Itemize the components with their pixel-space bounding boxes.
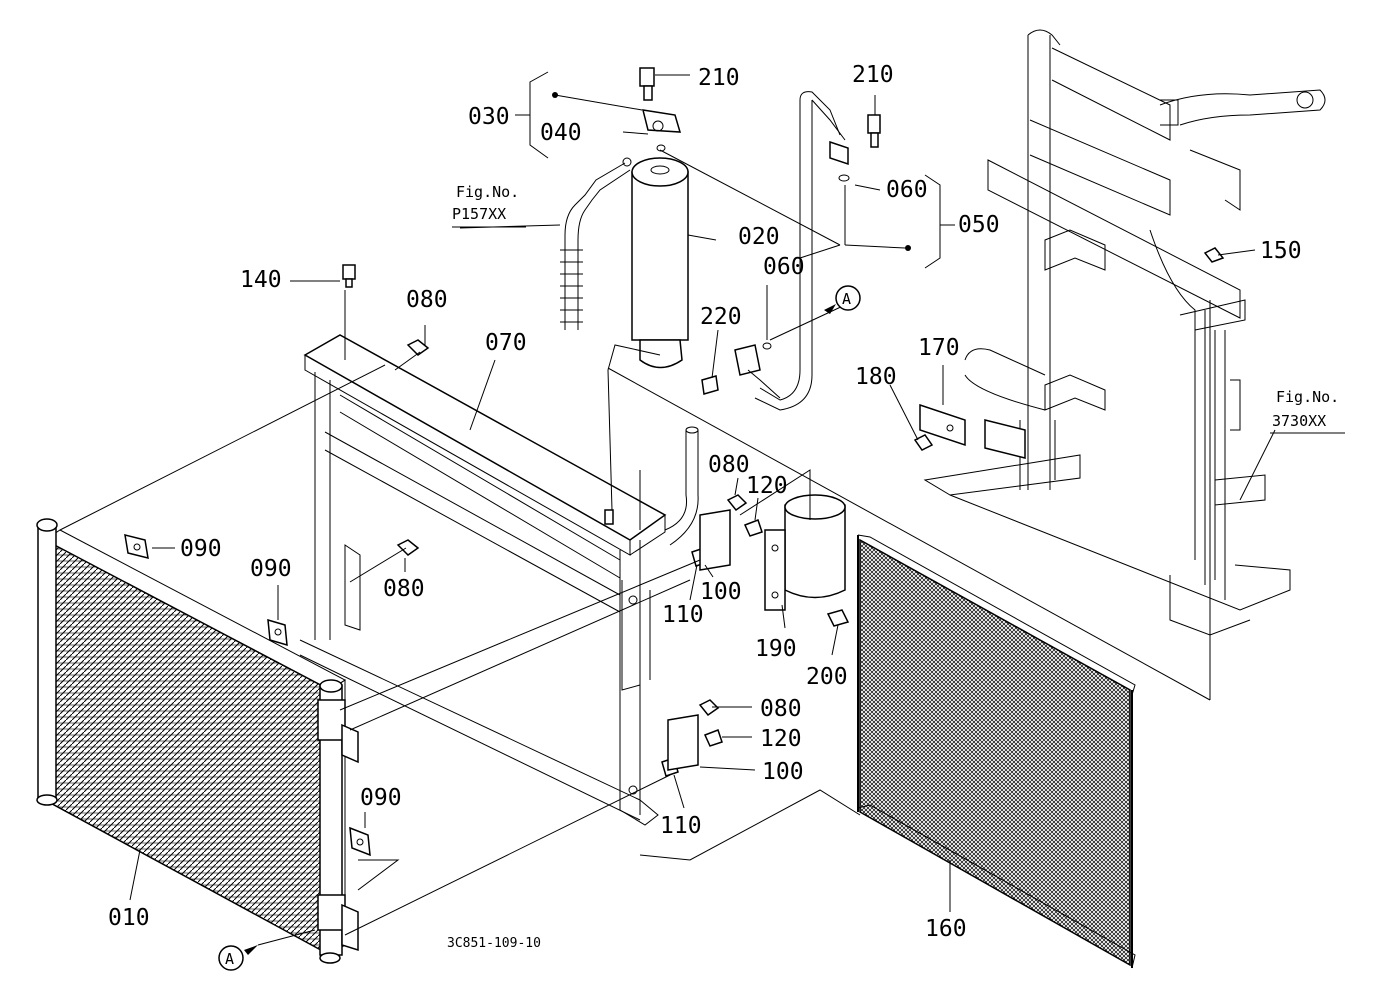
callout-210-b: 210 <box>852 62 894 88</box>
screen-160 <box>857 534 1136 969</box>
callout-030: 030 <box>468 104 510 130</box>
callout-040: 040 <box>540 120 582 146</box>
callout-080-b: 080 <box>383 576 425 602</box>
fig-ref-title-2: Fig.No. <box>1276 388 1339 406</box>
callout-090-a: 090 <box>180 536 222 562</box>
callout-100-a: 100 <box>700 579 742 605</box>
hose-assembly <box>560 157 632 330</box>
marker-a-bottom: A <box>225 950 234 968</box>
bracket-170 <box>919 403 1026 459</box>
fig-ref-number-1: P157XX <box>452 205 506 223</box>
fig-ref-number-2: 3730XX <box>1272 412 1326 430</box>
clip-090-parts <box>124 533 371 857</box>
fig-ref-title-1: Fig.No. <box>456 183 519 201</box>
callout-080-a: 080 <box>406 287 448 313</box>
drawing-code: 3C851-109-10 <box>447 936 541 951</box>
mounting-frame <box>923 29 1326 636</box>
marker-a-top: A <box>842 290 851 308</box>
callout-080-c: 080 <box>708 452 750 478</box>
callout-080-d: 080 <box>760 696 802 722</box>
receiver-drier-020 <box>631 67 689 369</box>
callout-020: 020 <box>738 224 780 250</box>
condenser-010 <box>36 518 359 964</box>
callout-210-a: 210 <box>698 65 740 91</box>
connection-markers: A A <box>218 285 861 971</box>
callout-140: 140 <box>240 267 282 293</box>
pipe-assembly-050 <box>734 91 881 411</box>
callout-100-b: 100 <box>762 759 804 785</box>
callout-200: 200 <box>806 664 848 690</box>
bracket-070 <box>299 334 699 826</box>
callout-190: 190 <box>755 636 797 662</box>
callout-160: 160 <box>925 916 967 942</box>
callout-150: 150 <box>1260 238 1302 264</box>
callout-050: 050 <box>958 212 1000 238</box>
callout-060-upper: 060 <box>886 177 928 203</box>
callout-120-b: 120 <box>760 726 802 752</box>
callout-070: 070 <box>485 330 527 356</box>
group-brackets <box>515 71 955 269</box>
callout-120-a: 120 <box>746 473 788 499</box>
callout-180: 180 <box>855 364 897 390</box>
leader-lines <box>59 94 1211 946</box>
callout-060-lower: 060 <box>763 254 805 280</box>
callout-110-a: 110 <box>662 602 704 628</box>
plate-100-parts <box>667 509 731 771</box>
pipe-clamp-190 <box>764 494 846 611</box>
callout-labels: 010 020 030 040 050 060 060 070 080 080 … <box>108 62 1302 942</box>
callout-010: 010 <box>108 905 150 931</box>
callout-090-b: 090 <box>250 556 292 582</box>
callout-110-b: 110 <box>660 813 702 839</box>
callout-090-c: 090 <box>360 785 402 811</box>
callout-170: 170 <box>918 335 960 361</box>
callout-leaders <box>129 74 1276 912</box>
callout-220: 220 <box>700 304 742 330</box>
figure-references: Fig.No. P157XX Fig.No. 3730XX <box>452 183 1345 434</box>
